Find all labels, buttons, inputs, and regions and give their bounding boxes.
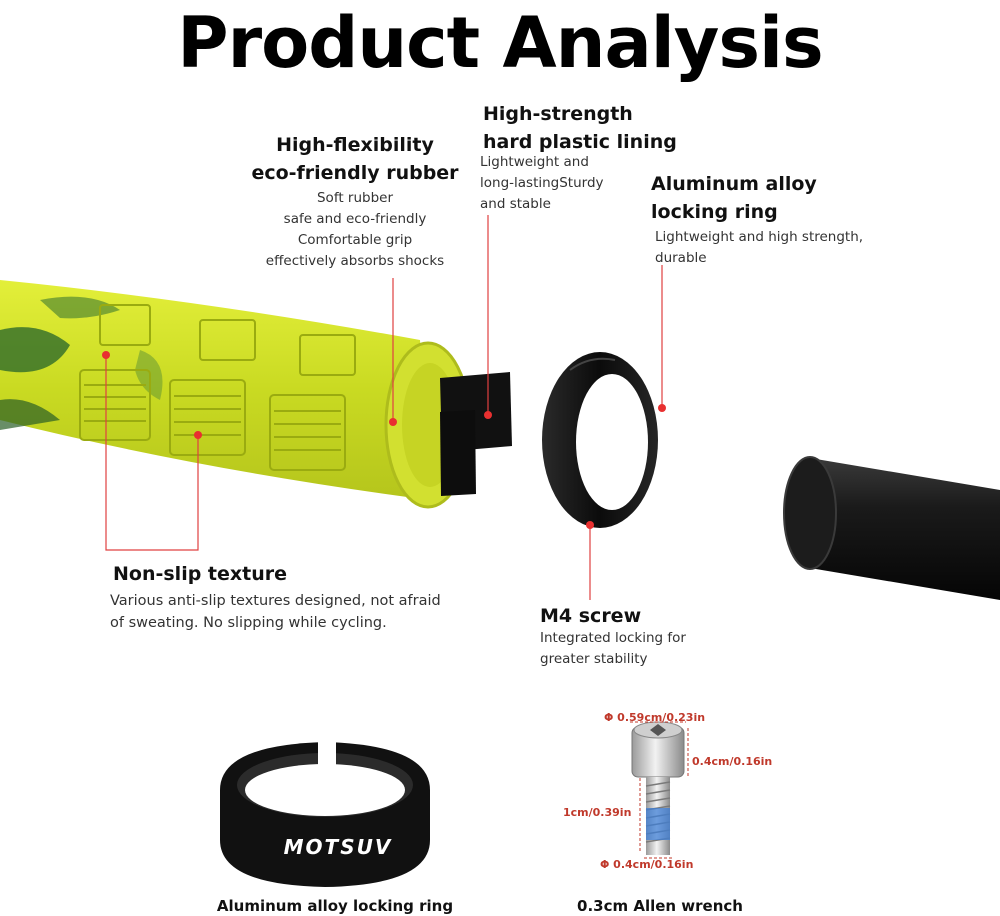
ring-heading-line2: locking ring — [651, 201, 778, 223]
dim-thread-length: 1cm/0.39in — [563, 806, 632, 819]
ring-line: durable — [655, 250, 707, 266]
lining-heading-line1: High-strength — [483, 103, 633, 125]
ring-brand-logo: MOTSUV — [283, 835, 393, 859]
rubber-line: effectively absorbs shocks — [265, 253, 445, 269]
rubber-heading: High-flexibility eco-friendly rubber — [250, 131, 460, 187]
texture-heading: Non-slip texture — [113, 563, 288, 585]
lining-line: Lightweight and — [480, 154, 589, 170]
texture-line: Various anti-slip textures designed, not… — [110, 593, 441, 609]
rubber-line: Comfortable grip — [297, 232, 413, 248]
screw-line: greater stability — [540, 651, 648, 667]
caption-locking-ring: Aluminum alloy locking ring — [216, 897, 454, 915]
rubber-heading-line1: High-flexibility — [276, 134, 434, 156]
caption-allen-wrench: 0.3cm Allen wrench — [577, 897, 743, 915]
screw-heading: M4 screw — [540, 605, 642, 627]
lining-heading: High-strength hard plastic lining — [483, 100, 683, 156]
rubber-line: Soft rubber — [316, 190, 394, 206]
ring-heading: Aluminum alloy locking ring — [651, 170, 851, 226]
ring-line: Lightweight and high strength, — [655, 229, 864, 245]
locking-ring-side — [542, 352, 658, 528]
ring-heading-line1: Aluminum alloy — [651, 173, 817, 195]
plastic-lining — [440, 372, 512, 496]
dim-thread-diameter: Φ 0.4cm/0.16in — [600, 858, 694, 871]
screw-line: Integrated locking for — [540, 630, 686, 646]
lining-heading-line2: hard plastic lining — [483, 131, 677, 153]
dim-head-height: 0.4cm/0.16in — [692, 755, 773, 768]
rubber-description: Soft rubber safe and eco-friendly Comfor… — [250, 188, 460, 272]
m4-screw — [630, 721, 689, 859]
ring-description: Lightweight and high strength, durable — [655, 227, 895, 269]
page-title: Product Analysis — [177, 2, 823, 84]
rubber-line: safe and eco-friendly — [283, 211, 427, 227]
texture-description: Various anti-slip textures designed, not… — [110, 590, 490, 634]
locking-ring-front — [220, 735, 430, 887]
grip-body — [0, 280, 472, 509]
rubber-heading-line2: eco-friendly rubber — [251, 162, 459, 184]
screw-description: Integrated locking for greater stability — [540, 628, 740, 670]
lining-description: Lightweight and long-lastingSturdy and s… — [480, 152, 640, 215]
texture-line: of sweating. No slipping while cycling. — [110, 615, 387, 631]
handlebar — [783, 456, 1000, 600]
dim-head-diameter: Φ 0.59cm/0.23in — [604, 711, 706, 724]
lining-line: and stable — [480, 196, 551, 212]
lining-line: long-lastingSturdy — [480, 175, 604, 191]
